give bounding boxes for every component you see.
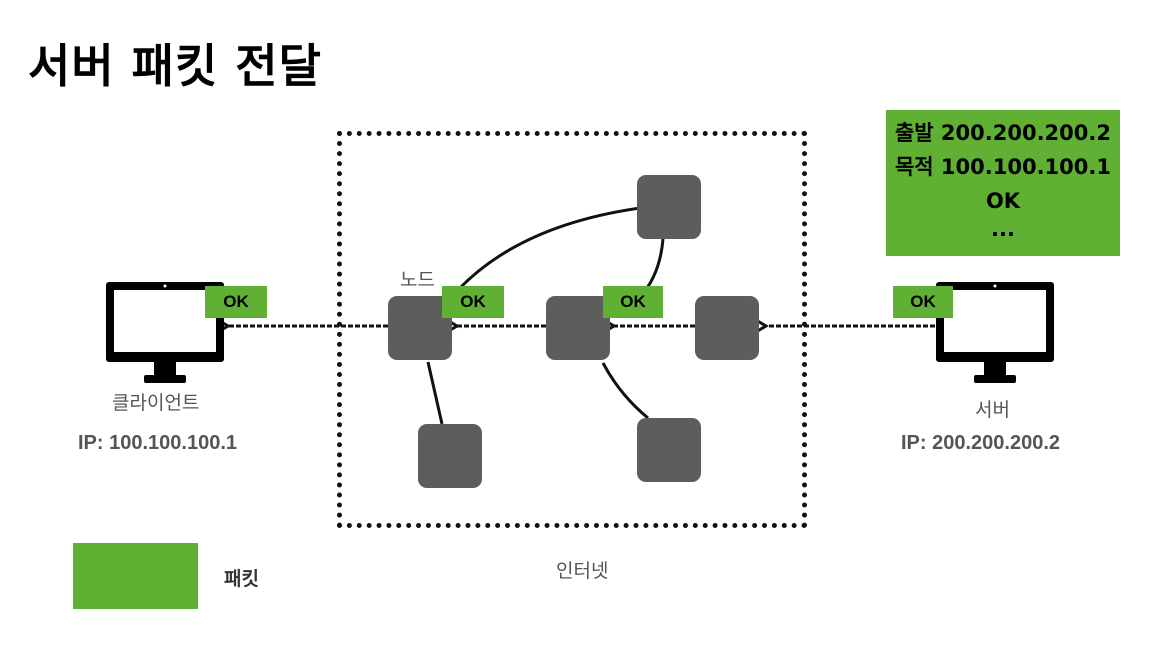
- legend-swatch: [73, 543, 198, 609]
- router-node: [388, 296, 452, 360]
- packet-tag: OK: [603, 286, 663, 318]
- page-title: 서버 패킷 전달: [28, 39, 322, 93]
- internet-label: 인터넷: [556, 560, 609, 582]
- link-node-top-arc: [456, 206, 641, 292]
- packet-tag: OK: [205, 286, 267, 318]
- router-node: [418, 424, 482, 488]
- packet-info-box: 출발 200.200.200.2 목적 100.100.100.1 OK ...: [886, 110, 1120, 256]
- client-label: 클라이언트: [112, 392, 200, 414]
- server-label: 서버: [975, 399, 1010, 421]
- router-node: [637, 418, 701, 482]
- client-ip: IP: 100.100.100.1: [78, 432, 238, 454]
- link-mid-to-bottomright: [601, 362, 649, 420]
- server-ip: IP: 200.200.200.2: [901, 432, 1061, 454]
- packet-destination: 목적 100.100.100.1: [894, 155, 1111, 179]
- packet-tag: OK: [893, 286, 953, 318]
- packet-tag: OK: [442, 286, 504, 318]
- packet-more: ...: [991, 217, 1015, 241]
- router-node: [637, 175, 701, 239]
- router-node: [695, 296, 759, 360]
- node-label: 노드: [400, 269, 435, 291]
- internet-boundary: [337, 131, 807, 528]
- link-left-to-bottomleft: [426, 361, 444, 425]
- monitor-icon: [936, 282, 1054, 383]
- monitor-icon: [106, 282, 224, 383]
- legend-label: 패킷: [224, 568, 259, 590]
- router-node: [546, 296, 610, 360]
- packet-payload: OK: [985, 189, 1021, 213]
- packet-source: 출발 200.200.200.2: [894, 121, 1111, 145]
